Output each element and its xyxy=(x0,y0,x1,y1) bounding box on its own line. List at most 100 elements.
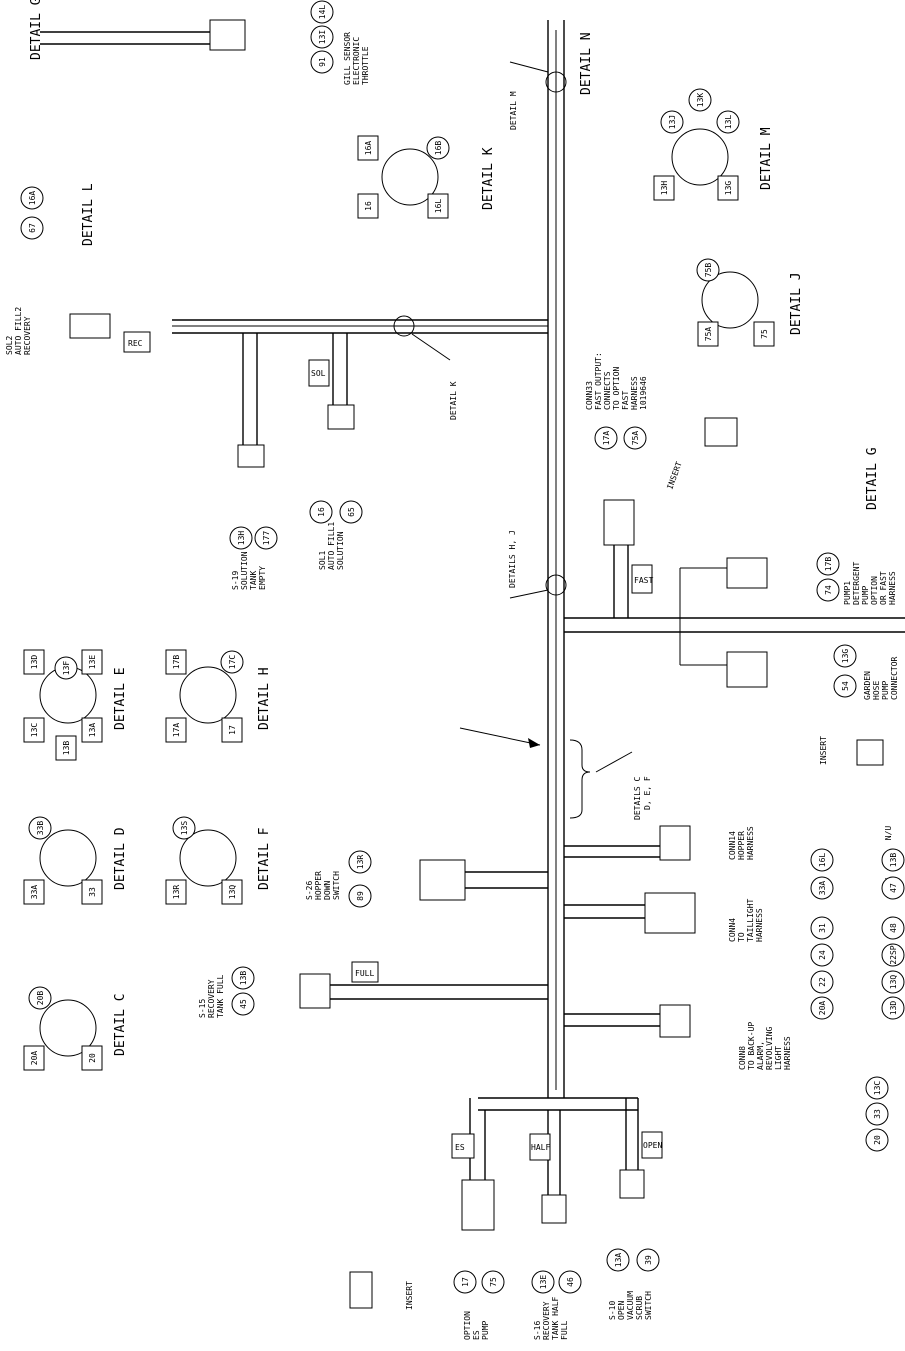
wire-bubble xyxy=(20,186,44,210)
wire-number-C: 20 xyxy=(88,1053,97,1063)
wire-number-sol1: 16 xyxy=(317,507,326,517)
wire-number-D: 33B xyxy=(36,821,45,836)
wire-number-s10: 39 xyxy=(644,1255,653,1265)
wire-bubble xyxy=(865,1128,889,1152)
wire-number-es: 75 xyxy=(489,1277,498,1287)
wire-number-L: 67 xyxy=(28,223,37,233)
wire-number-K: 16L xyxy=(434,199,443,214)
wire-number-H: 17 xyxy=(228,725,237,735)
wire-number-conn14: N/U xyxy=(884,826,893,841)
label-detail-n: DETAIL N xyxy=(579,32,594,95)
wire-number-conn4: 22SP xyxy=(889,945,898,964)
wire-bubble xyxy=(254,526,278,550)
wire-number-s15: 45 xyxy=(239,999,248,1009)
wire-bubble xyxy=(23,717,45,743)
wire-bubble xyxy=(688,88,712,112)
wire-bubble xyxy=(310,25,334,49)
wire-bubble xyxy=(753,321,775,347)
wire-number-E: 13B xyxy=(62,741,71,756)
wire-bubble xyxy=(865,1102,889,1126)
wire-bubble xyxy=(881,916,905,940)
svg-text:LIGHT: LIGHT xyxy=(774,1046,783,1070)
label-s26: S-26 HOPPER DOWN SWITCH xyxy=(305,871,341,900)
wire-number-conn4: 13Q xyxy=(889,975,898,990)
svg-text:DOWN: DOWN xyxy=(323,881,332,900)
wire-bubble xyxy=(339,500,363,524)
wire-number-conn8: 20 xyxy=(873,1135,882,1145)
wire-number-conn4: 20A xyxy=(818,1001,827,1016)
wire-bubble xyxy=(810,943,834,967)
svg-text:GARDEN: GARDEN xyxy=(863,671,872,700)
wire-number-J: 75A xyxy=(704,327,713,342)
label-insert-2: INSERT xyxy=(819,736,828,765)
s10-connector xyxy=(619,1169,645,1199)
tag-full: FULL xyxy=(355,969,374,978)
wire-number-s15: 13B xyxy=(239,971,248,986)
tag-open: OPEN xyxy=(643,1141,662,1150)
svg-text:SCRUB: SCRUB xyxy=(635,1296,644,1320)
wire-number-J: 75 xyxy=(760,329,769,339)
wire-bubble xyxy=(881,943,905,967)
label-s10: S-10 OPEN VACUUM SCRUB SWITCH xyxy=(608,1291,653,1320)
wire-bubble xyxy=(220,650,244,674)
wire-tags: REC SOL FAST FULL ES HALF OPEN xyxy=(123,331,663,1161)
label-detail-e: DETAIL E xyxy=(113,667,128,730)
svg-text:ALARM,: ALARM, xyxy=(756,1041,765,1070)
wire-number-K: 16 xyxy=(364,201,373,211)
conn4-connector xyxy=(644,892,696,934)
label-detail-d: DETAIL D xyxy=(113,827,128,890)
svg-text:VACUUM: VACUUM xyxy=(626,1291,635,1320)
label-conn33: CONN33 FAST OUTPUT: CONNECTS TO OPTION F… xyxy=(585,352,648,410)
wire-number-s26: 13R xyxy=(356,855,365,870)
wire-bubble xyxy=(229,526,253,550)
wire-number-K: 16B xyxy=(434,141,443,156)
wire-number-s10: 13A xyxy=(614,1253,623,1268)
svg-text:TANK: TANK xyxy=(249,571,258,590)
svg-text:OPTION: OPTION xyxy=(870,576,879,605)
svg-text:TO BACK-UP: TO BACK-UP xyxy=(747,1022,756,1070)
wire-number-s26: 89 xyxy=(356,891,365,901)
connectors xyxy=(69,19,884,1309)
label-s16: S-16 RECOVERY TANK HALF FULL xyxy=(533,1296,569,1340)
wire-bubble xyxy=(231,992,255,1016)
svg-text:FAST: FAST xyxy=(621,391,630,410)
label-s15: S-15 RECOVERY TANK FULL xyxy=(198,974,225,1018)
wire-number-E: 13D xyxy=(30,655,39,670)
wire-bubble xyxy=(81,879,103,905)
wire-number-s19: 177 xyxy=(262,531,271,546)
tag-fast: FAST xyxy=(634,576,653,585)
wire-bubble xyxy=(348,850,372,874)
fast-connector xyxy=(603,499,635,546)
wire-bubble xyxy=(54,656,78,680)
wire-bubble xyxy=(810,876,834,900)
wire-number-D: 33 xyxy=(88,887,97,897)
svg-text:CONNECTS: CONNECTS xyxy=(603,371,612,410)
wire-number-es: 17 xyxy=(461,1277,470,1287)
wire-bubble xyxy=(23,1045,45,1071)
wire-number-M: 13J xyxy=(668,115,677,129)
svg-text:CONN14: CONN14 xyxy=(728,831,737,860)
svg-text:EMPTY: EMPTY xyxy=(258,566,267,590)
sol1-connector xyxy=(327,404,355,430)
wire-number-conn14: 13B xyxy=(889,853,898,868)
svg-text:ELECTRONIC: ELECTRONIC xyxy=(352,37,361,85)
wire-number-J: 75B xyxy=(704,263,713,278)
svg-text:RECOVERY: RECOVERY xyxy=(23,316,32,355)
wire-bubble xyxy=(81,1045,103,1071)
wire-bubble xyxy=(623,426,647,450)
svg-text:CONN8: CONN8 xyxy=(738,1046,747,1070)
wire-number-conn4: 22 xyxy=(818,977,827,987)
wire-bubble xyxy=(221,879,243,905)
wire-bubble xyxy=(810,970,834,994)
label-sol1: SOL1 AUTO FILL1 SOLUTION xyxy=(318,522,345,570)
svg-text:SOLUTION: SOLUTION xyxy=(240,551,249,590)
wire-number-M: 13L xyxy=(724,115,733,130)
wire-number-conn33: 17A xyxy=(602,431,611,446)
wire-bubble xyxy=(558,1270,582,1294)
tag-half: HALF xyxy=(531,1143,550,1152)
wire-bubble xyxy=(221,717,243,743)
wire-bubble xyxy=(165,649,187,675)
svg-text:SOL2: SOL2 xyxy=(5,336,14,355)
svg-text:FAST OUTPUT:: FAST OUTPUT: xyxy=(594,352,603,410)
svg-text:1019646: 1019646 xyxy=(639,376,648,410)
